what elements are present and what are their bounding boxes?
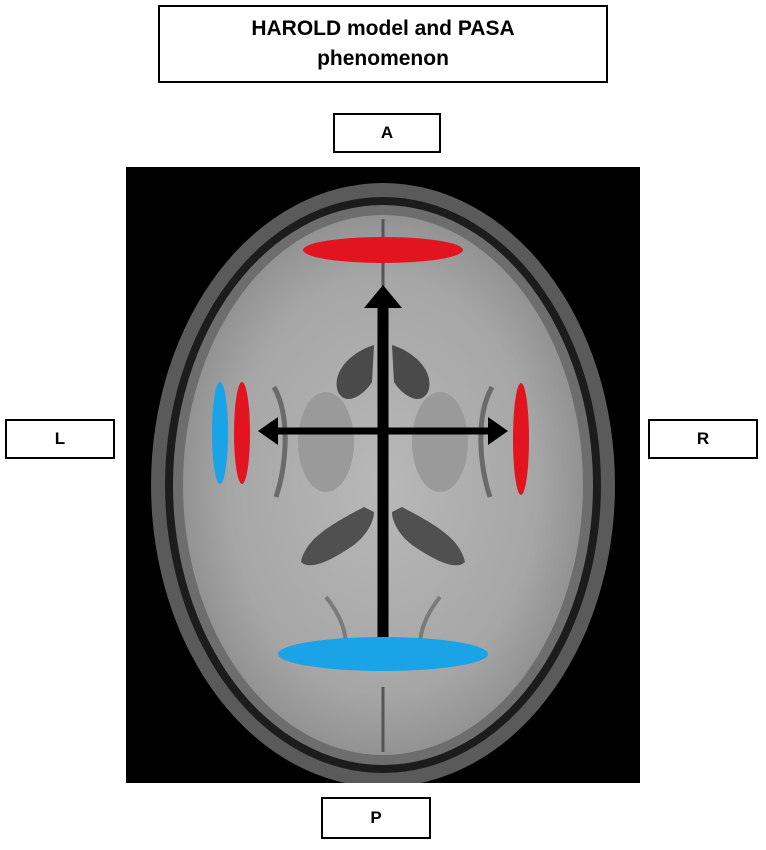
frontal-red-region	[303, 237, 463, 263]
right-frontal-horn	[392, 345, 430, 399]
left-basal-ganglia	[298, 392, 354, 492]
right-label: R	[648, 419, 758, 459]
right-arrowhead	[488, 417, 508, 445]
brain-axial-scan	[126, 167, 640, 783]
posterior-label: P	[321, 797, 431, 839]
anterior-arrowhead	[364, 285, 402, 308]
left-posterior-horn	[301, 507, 374, 566]
anterior-label: A	[333, 113, 441, 153]
brain-diagram-svg	[151, 183, 615, 783]
left-red-region	[234, 382, 250, 484]
left-label: L	[5, 419, 115, 459]
right-red-region	[513, 383, 529, 495]
occipital-blue-region	[278, 637, 488, 671]
right-posterior-horn	[392, 507, 465, 566]
right-sylvian-fissure	[478, 385, 495, 498]
left-blue-region	[212, 382, 228, 484]
left-frontal-horn	[336, 345, 374, 399]
left-sylvian-fissure	[271, 385, 288, 498]
right-basal-ganglia	[412, 392, 468, 492]
figure-title: HAROLD model and PASA phenomenon	[158, 5, 608, 83]
left-arrowhead	[258, 417, 278, 445]
